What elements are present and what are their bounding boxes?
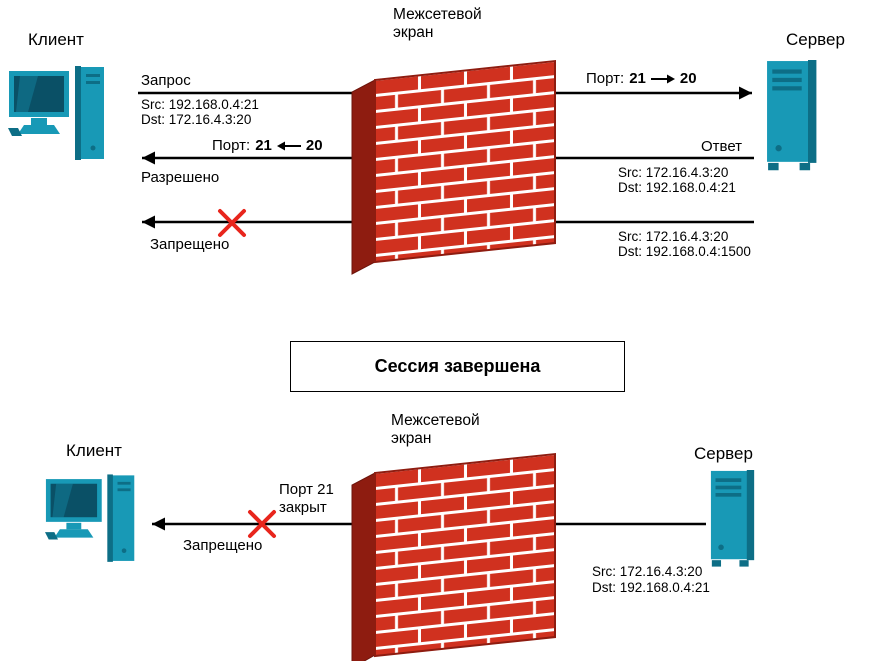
server-icon-bottom	[709, 469, 756, 568]
denied-status-bottom: Запрещено	[183, 537, 263, 554]
blocked-dst-top: Dst: 192.168.0.4:1500	[618, 244, 751, 259]
request-label: Запрос	[141, 72, 191, 89]
firewall-label-top-line1: Межсетевой	[393, 6, 482, 23]
session-banner-text: Сессия завершена	[374, 356, 541, 376]
request-src: Src: 192.168.0.4:21	[141, 97, 259, 112]
port-from-back: 21	[255, 137, 272, 154]
allowed-status: Разрешено	[141, 169, 220, 186]
server-icon-top	[764, 58, 818, 172]
blocked-cross-icon-bottom	[248, 510, 276, 538]
port-from: 21	[629, 70, 646, 87]
blocked-src-bottom: Src: 172.16.4.3:20	[592, 564, 703, 579]
firewall-label-top: Межсетевой экран	[393, 6, 482, 42]
response-label: Ответ	[701, 138, 743, 155]
client-label-top: Клиент	[28, 30, 84, 49]
port-to-back: 20	[305, 137, 323, 154]
request-dst: Dst: 172.16.4.3:20	[141, 112, 252, 127]
firewall-label-bottom-line2: экран	[391, 430, 432, 447]
port-arrow-right-icon	[650, 74, 675, 83]
port-arrow-left-icon	[276, 141, 301, 150]
blocked-cross-icon-top	[218, 209, 246, 237]
firewall-icon-bottom	[351, 452, 556, 661]
port-prefix-back: Порт:	[212, 137, 251, 154]
client-computer-icon-top	[7, 65, 106, 161]
server-label-top: Сервер	[786, 30, 845, 49]
port-closed-line2: закрыт	[279, 499, 327, 516]
port-translation-back-label: Порт: 21 20	[212, 137, 323, 154]
response-dst: Dst: 192.168.0.4:21	[618, 180, 736, 195]
denied-status-top: Запрещено	[150, 236, 230, 253]
blocked-src-top: Src: 172.16.4.3:20	[618, 229, 729, 244]
client-label-bottom: Клиент	[66, 441, 122, 460]
port-prefix: Порт:	[586, 70, 625, 87]
firewall-label-top-line2: экран	[393, 24, 434, 41]
client-computer-icon-bottom	[44, 473, 137, 563]
port-to: 20	[679, 70, 697, 87]
firewall-icon-top	[351, 59, 556, 275]
server-label-bottom: Сервер	[694, 444, 753, 463]
port-closed-line1: Порт 21	[279, 481, 334, 498]
port-translation-label: Порт: 21 20	[586, 70, 697, 87]
blocked-dst-bottom: Dst: 192.168.0.4:21	[592, 580, 710, 595]
firewall-label-bottom: Межсетевой экран	[391, 412, 480, 448]
response-src: Src: 172.16.4.3:20	[618, 165, 729, 180]
session-banner: Сессия завершена	[290, 341, 625, 392]
firewall-label-bottom-line1: Межсетевой	[391, 412, 480, 429]
